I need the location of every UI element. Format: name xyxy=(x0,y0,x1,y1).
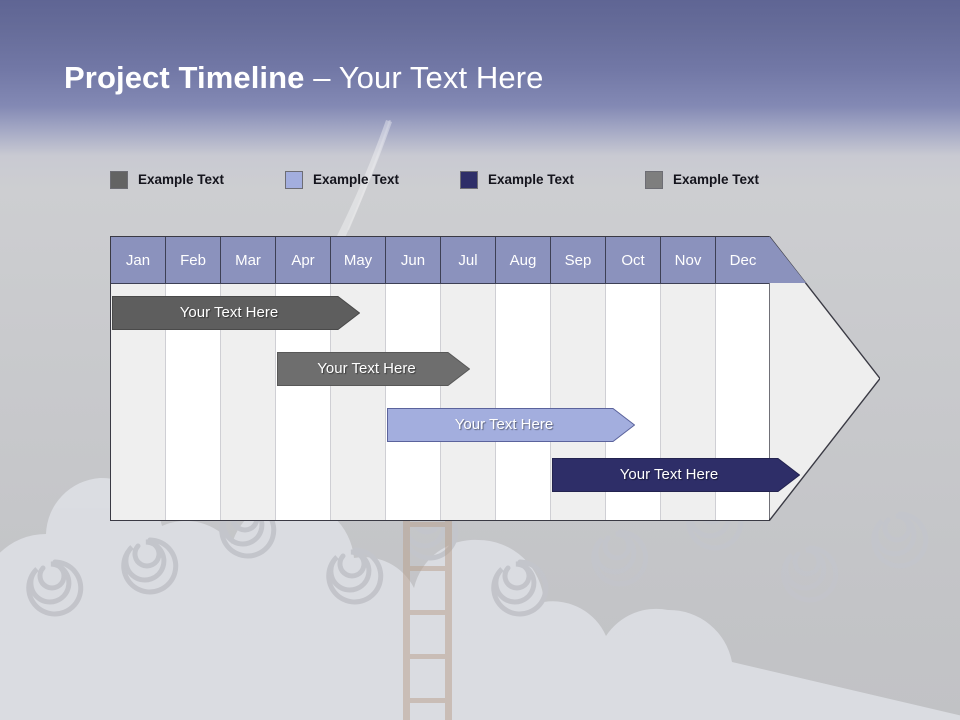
month-header-jun[interactable]: Jun xyxy=(386,237,441,284)
task-bar-label: Your Text Here xyxy=(454,416,554,433)
header-underline xyxy=(111,283,771,284)
month-header-sep[interactable]: Sep xyxy=(551,237,606,284)
task-bar-shape xyxy=(277,352,470,386)
legend-label: Example Text xyxy=(313,172,400,187)
task-bar-label: Your Text Here xyxy=(619,466,719,483)
legend-label: Example Text xyxy=(673,172,760,187)
timeline-column xyxy=(111,237,166,520)
month-header-aug[interactable]: Aug xyxy=(496,237,551,284)
legend: Example Text Example Text Example Text Exam… xyxy=(110,168,850,198)
ladder-decoration xyxy=(403,492,452,720)
task-bar-shape xyxy=(387,408,635,442)
timeline-column xyxy=(496,237,551,520)
month-header-apr[interactable]: Apr xyxy=(276,237,331,284)
timeline-arrow-head xyxy=(769,236,880,521)
title-strong: Project Timeline xyxy=(64,60,305,95)
legend-label: Example Text xyxy=(488,172,575,187)
month-header-dec[interactable]: Dec xyxy=(716,237,771,284)
task-bar[interactable]: Your Text Here xyxy=(277,352,470,386)
legend-swatch-icon xyxy=(460,171,478,189)
task-bar-shape xyxy=(552,458,800,492)
task-bar[interactable]: Your Text Here xyxy=(112,296,360,330)
slide-title: Project Timeline – Your Text Here xyxy=(64,60,543,96)
month-header-oct[interactable]: Oct xyxy=(606,237,661,284)
task-bar-label: Your Text Here xyxy=(179,304,279,321)
legend-swatch-icon xyxy=(645,171,663,189)
month-header-feb[interactable]: Feb xyxy=(166,237,221,284)
task-bar-shape xyxy=(112,296,360,330)
timeline-column xyxy=(166,237,221,520)
task-bar-label: Your Text Here xyxy=(317,360,416,377)
month-header-jul[interactable]: Jul xyxy=(441,237,496,284)
month-header-nov[interactable]: Nov xyxy=(661,237,716,284)
title-light: – Your Text Here xyxy=(304,60,544,95)
task-bar[interactable]: Your Text Here xyxy=(387,408,635,442)
month-header-mar[interactable]: Mar xyxy=(221,237,276,284)
legend-swatch-icon xyxy=(285,171,303,189)
task-bar[interactable]: Your Text Here xyxy=(552,458,800,492)
legend-swatch-icon xyxy=(110,171,128,189)
month-header-jan[interactable]: Jan xyxy=(111,237,166,284)
legend-label: Example Text xyxy=(138,172,225,187)
month-header-may[interactable]: May xyxy=(331,237,386,284)
timeline-column xyxy=(221,237,276,520)
